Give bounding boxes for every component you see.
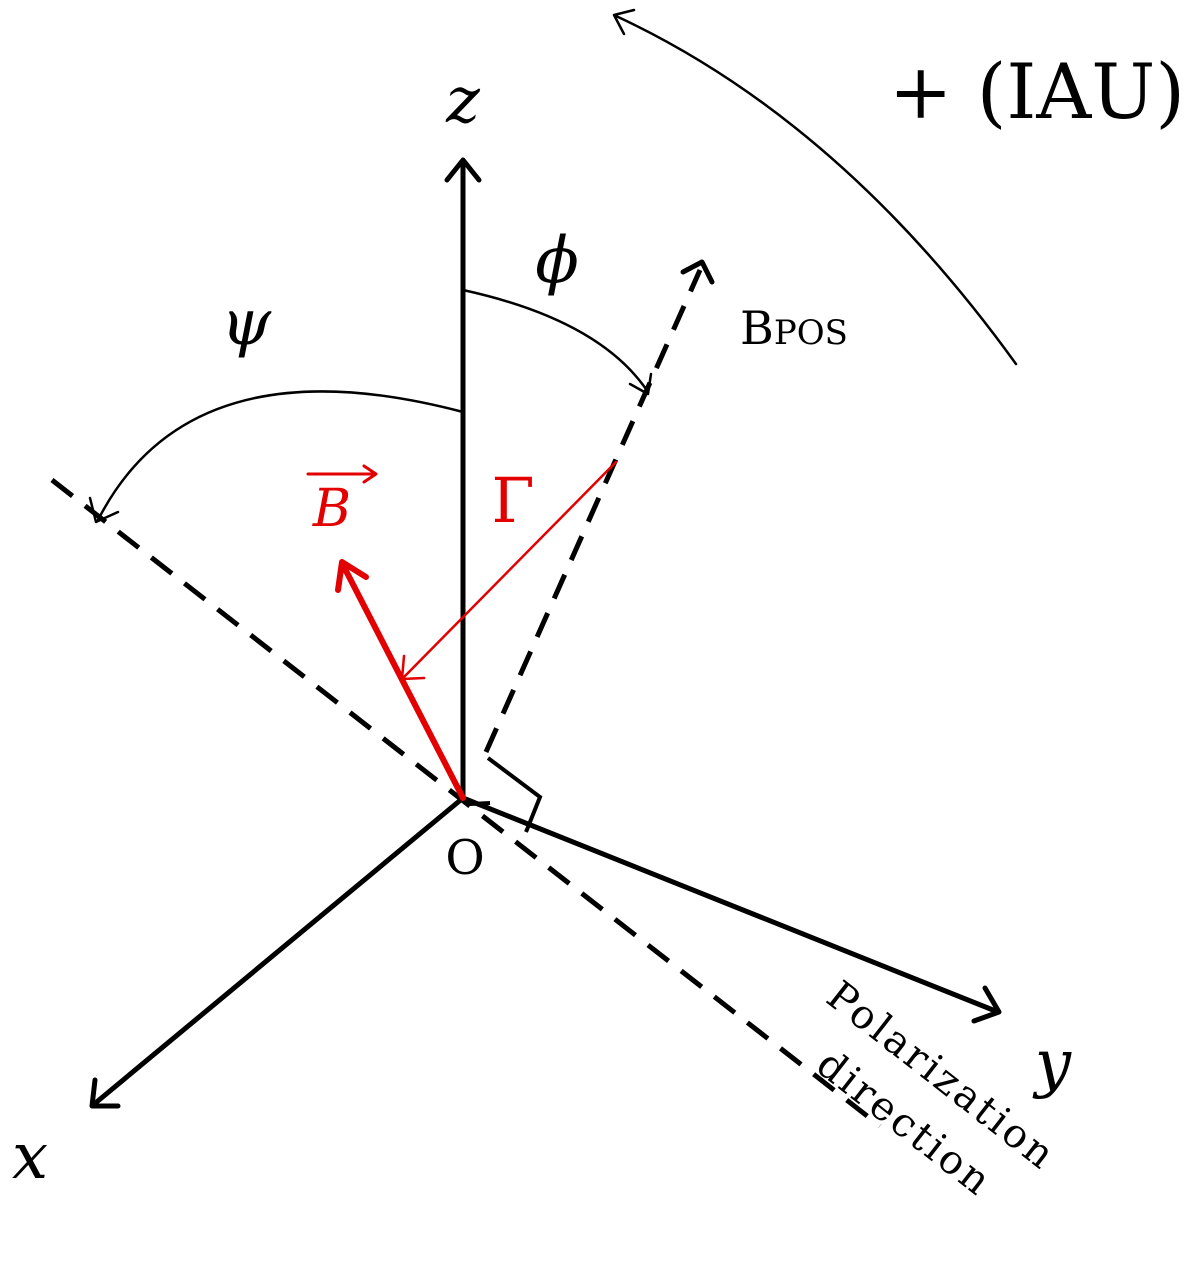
iau-rotation-arrowhead <box>612 8 636 36</box>
angle-arcs <box>88 8 1018 524</box>
x-axis-arrowhead <box>89 1077 121 1109</box>
b-pos-main: B <box>740 301 774 355</box>
x-axis-label: x <box>12 1120 48 1194</box>
polarization-direction-label: Polarization direction <box>808 973 1065 1206</box>
polarization-tick-mark <box>469 801 491 806</box>
psi-arc <box>96 390 465 522</box>
b-vector-letter: B <box>312 479 351 539</box>
psi-arc-arrowhead <box>88 496 120 524</box>
iau-convention-label: + (IAU) <box>889 47 1185 136</box>
b-pos-dashed-line <box>483 268 703 754</box>
psi-label: ψ <box>221 286 272 360</box>
origin-label: O <box>445 830 484 886</box>
phi-label: ϕ <box>535 224 579 298</box>
iau-rotation-arc <box>614 14 1018 366</box>
y-axis-label: y <box>1032 1027 1072 1101</box>
dashed-lines <box>50 268 882 1128</box>
b-field-vector <box>340 562 466 801</box>
axes <box>89 157 1002 1109</box>
y-axis <box>460 795 1001 1015</box>
polarization-dashed-line <box>50 478 882 1128</box>
z-axis-label: z <box>445 64 481 138</box>
x-axis <box>90 795 466 1108</box>
b-pos-arrowhead <box>680 259 715 285</box>
phi-arc-arrowhead <box>628 372 653 396</box>
b-pos-subscript: POS <box>774 313 848 353</box>
phi-arc <box>461 288 650 394</box>
gamma-projection-line <box>402 460 618 679</box>
gamma-label: Γ <box>491 464 534 537</box>
b-vector-label: B <box>306 464 378 539</box>
z-axis-arrowhead <box>444 157 482 183</box>
gamma-projection-arrowhead <box>400 654 426 681</box>
right-angle-marker <box>486 756 543 833</box>
b-pos-label: BPOS <box>740 301 848 355</box>
b-vector-overarrow-head <box>362 464 378 484</box>
y-axis-arrowhead <box>971 985 1002 1024</box>
b-field-vector-arrowhead <box>335 559 369 593</box>
